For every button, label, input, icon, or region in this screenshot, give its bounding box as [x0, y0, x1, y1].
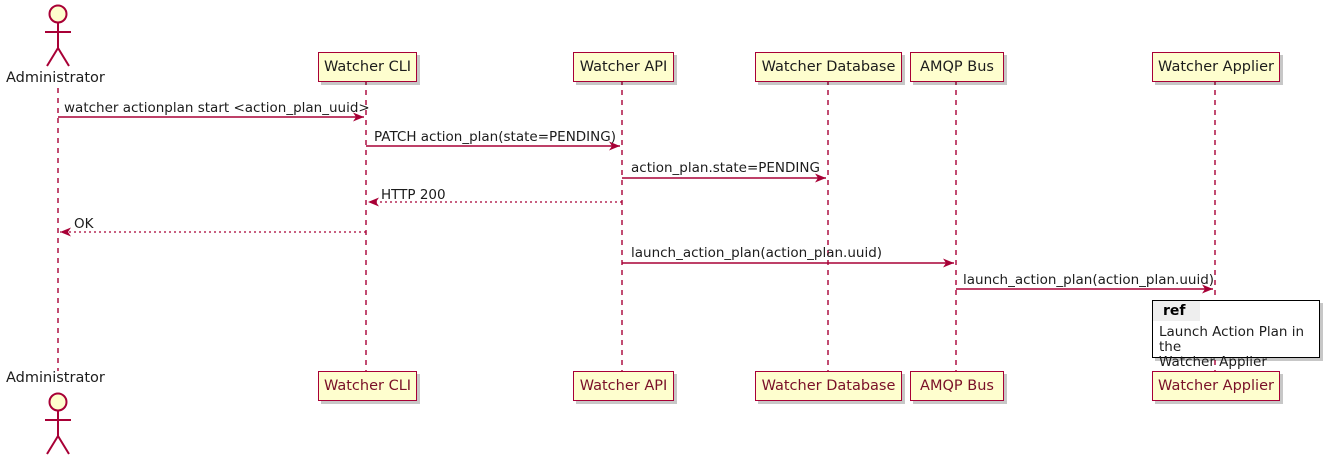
message-label-7: launch_action_plan(action_plan.uuid)	[963, 272, 1215, 288]
message-arrow-head-3	[815, 173, 826, 183]
message-label-4: HTTP 200	[381, 187, 446, 203]
participant-box-watcher-api-bottom[interactable]: Watcher API	[573, 371, 674, 401]
participant-box-watcher-database-top[interactable]: Watcher Database	[755, 52, 902, 82]
actor-label-administrator-bottom: Administrator	[6, 370, 105, 386]
participant-box-watcher-cli-top[interactable]: Watcher CLI	[318, 52, 417, 82]
participant-label-watcher-api-bottom: Watcher API	[579, 378, 668, 394]
participant-label-watcher-database-bottom: Watcher Database	[761, 378, 896, 394]
participant-label-watcher-database-top: Watcher Database	[761, 59, 896, 75]
actor-figure-administrator-bottom	[45, 392, 71, 455]
message-label-2: PATCH action_plan(state=PENDING)	[374, 129, 616, 145]
ref-fragment-tab-label: ref	[1163, 303, 1186, 319]
participant-label-watcher-applier-top: Watcher Applier	[1158, 59, 1274, 75]
message-label-6: launch_action_plan(action_plan.uuid)	[631, 245, 883, 261]
message-arrow-head-4	[368, 197, 379, 207]
message-label-3: action_plan.state=PENDING	[631, 160, 820, 176]
ref-fragment-text: Launch Action Plan in the Watcher Applie…	[1159, 324, 1305, 370]
actor-label-administrator-top: Administrator	[6, 70, 105, 86]
participant-box-watcher-applier-top[interactable]: Watcher Applier	[1152, 52, 1280, 82]
message-arrow-head-6	[943, 258, 954, 268]
ref-fragment-box[interactable]: ref Launch Action Plan in the Watcher Ap…	[1152, 300, 1320, 370]
participant-label-amqp-bus-top: AMQP Bus	[920, 59, 994, 75]
participant-box-amqp-bus-bottom[interactable]: AMQP Bus	[910, 371, 1004, 401]
participant-label-watcher-api-top: Watcher API	[579, 59, 668, 75]
participant-label-watcher-applier-bottom: Watcher Applier	[1158, 378, 1274, 394]
participant-box-watcher-api-top[interactable]: Watcher API	[573, 52, 674, 82]
ref-fragment-tab: ref	[1153, 301, 1200, 321]
participant-label-amqp-bus-bottom: AMQP Bus	[920, 378, 994, 394]
message-label-1: watcher actionplan start <action_plan_uu…	[64, 100, 370, 116]
message-label-5: OK	[74, 216, 94, 232]
message-arrow-head-7	[1202, 284, 1213, 294]
participant-box-amqp-bus-top[interactable]: AMQP Bus	[910, 52, 1004, 82]
participant-box-watcher-applier-bottom[interactable]: Watcher Applier	[1152, 371, 1280, 401]
participant-label-watcher-cli-bottom: Watcher CLI	[323, 378, 412, 394]
message-arrow-head-1	[353, 112, 364, 122]
message-arrow-head-5	[60, 227, 71, 237]
actor-figure-administrator-top	[45, 4, 71, 67]
participant-box-watcher-database-bottom[interactable]: Watcher Database	[755, 371, 902, 401]
participant-label-watcher-cli-top: Watcher CLI	[323, 59, 412, 75]
participant-box-watcher-cli-bottom[interactable]: Watcher CLI	[318, 371, 417, 401]
message-arrow-head-2	[609, 141, 620, 151]
